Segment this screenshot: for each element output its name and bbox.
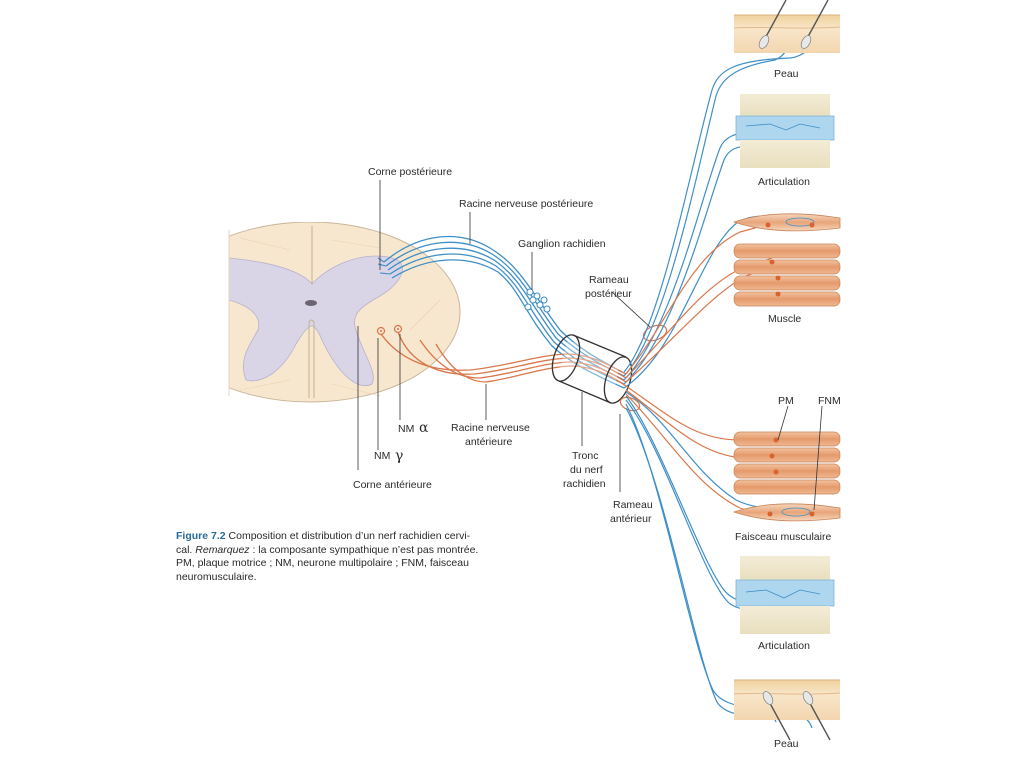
label-tronc-2: du nerf [570,464,603,476]
muscle-lower [732,405,841,522]
caption-text-2b: : la composante sympathique n’est pas mo… [249,543,479,556]
caption-text-1: Composition et distribution d’un nerf ra… [225,530,471,542]
central-canal [305,300,317,306]
label-peau-top: Peau [774,68,799,80]
muscle-upper [732,213,841,307]
nerve-trunk [551,334,633,404]
label-rameau-anterieur-1: Rameau [613,499,653,511]
joint-bottom [735,556,835,634]
label-racine-anterieure-2: antérieure [465,436,512,448]
anterior-ramus-ring [619,396,641,412]
skin-top [733,0,841,53]
label-nm-gamma: NM [374,450,390,462]
skin-bottom [733,679,841,741]
ganglion-cells [524,288,551,313]
leader-lines [357,180,651,492]
caption-line-3: PM, plaque motrice ; NM, neurone multipo… [176,557,469,569]
label-corne-posterieure: Corne postérieure [368,166,452,178]
figure-number: Figure 7.2 [176,530,226,542]
caption-line-2: cal. Remarquez : la composante sympathiq… [176,544,546,558]
label-fnm: FNM [818,395,841,407]
caption-line-1: Figure 7.2 Composition et distribution d… [176,530,546,544]
anterior-root [380,331,627,387]
label-tronc-1: Tronc [572,450,598,462]
label-corne-anterieure: Corne antérieure [353,479,432,491]
label-peau-bottom: Peau [774,738,799,750]
label-nm-alpha-symbol: α [419,420,429,436]
label-rameau-posterieur-2: postérieur [585,288,632,300]
joint-top [735,94,835,168]
grey-matter [229,255,403,386]
label-nm-alpha: NM [398,423,414,435]
label-rameau-anterieur-2: antérieur [610,513,652,525]
label-articulation-top: Articulation [758,176,810,188]
caption-text-2a: cal. [176,543,196,556]
label-ganglion: Ganglion rachidien [518,238,606,250]
label-rameau-posterieur-1: Rameau [589,274,629,286]
label-tronc-3: rachidien [563,478,606,490]
figure-caption: Figure 7.2 Composition et distribution d… [176,530,546,584]
label-articulation-bottom: Articulation [758,640,810,652]
caption-remarquez: Remarquez [195,543,250,556]
label-racine-posterieure: Racine nerveuse postérieure [459,198,593,210]
caption-line-4: neuromusculaire. [176,570,257,583]
label-pm: PM [778,395,794,407]
label-nm-gamma-symbol: γ [395,448,403,464]
label-muscle: Muscle [768,313,801,325]
labels: Corne postérieure Racine nerveuse postér… [353,68,841,750]
label-racine-anterieure-1: Racine nerveuse [451,422,530,434]
label-faisceau-musculaire: Faisceau musculaire [735,531,831,543]
